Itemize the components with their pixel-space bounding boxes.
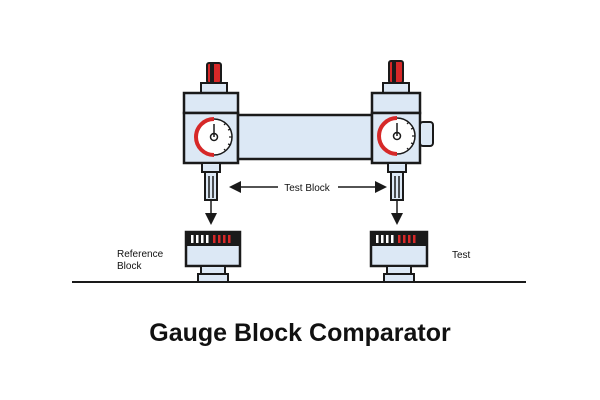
test-block-dimension: Test Block xyxy=(229,181,387,194)
reference-label-line2: Block xyxy=(117,261,142,272)
reference-label-line1: Reference xyxy=(117,249,164,260)
left-gauge-assembly xyxy=(182,62,240,225)
left-dial-gauge-icon xyxy=(194,117,233,157)
right-side-knob xyxy=(419,121,434,147)
test-label: Test xyxy=(452,250,471,261)
test-block-label: Test Block xyxy=(284,183,331,194)
left-probe xyxy=(204,171,218,201)
right-gauge-assembly xyxy=(370,60,434,225)
right-probe xyxy=(390,171,404,201)
left-collar xyxy=(200,82,228,94)
reference-block xyxy=(184,230,242,283)
right-collar xyxy=(382,82,410,94)
crossbar xyxy=(236,113,374,161)
test-block xyxy=(369,230,429,283)
right-housing-top xyxy=(370,91,422,115)
left-housing-top xyxy=(182,91,240,115)
diagram-title: Gauge Block Comparator xyxy=(149,319,451,347)
right-dial-gauge-icon xyxy=(377,116,416,156)
